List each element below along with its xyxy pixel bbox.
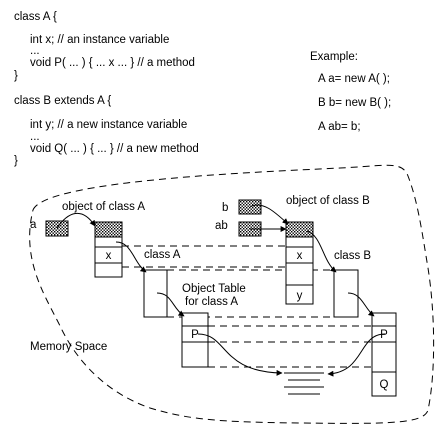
ref-b-label: b — [222, 202, 228, 214]
object-b-y-label: y — [297, 290, 303, 302]
class-a-method-dots: ... — [30, 45, 40, 57]
ref-ab-label: ab — [215, 220, 228, 232]
method-p-code — [284, 372, 324, 395]
object-table-b: P Q — [371, 312, 397, 397]
class-a-field: int x; // an instance variable — [30, 34, 169, 46]
example-line: B b= new B( ); — [318, 97, 391, 109]
table-b-p-label: P — [380, 329, 388, 341]
object-b-empty-cell — [285, 262, 314, 286]
object-b-header-cell — [285, 221, 314, 238]
arrow-a-to-object-a — [56, 213, 96, 229]
arrow-table-a-p-to-method — [197, 333, 283, 376]
table-b-q-cell — [371, 371, 397, 397]
object-of-class-a-label: object of class A — [62, 201, 145, 213]
object-b-x-label: x — [297, 250, 303, 262]
example-title: Example: — [310, 51, 358, 63]
class-a-header: class A { — [14, 11, 57, 23]
table-a-top-cell — [181, 312, 209, 327]
class-b-code: class B extends A { int y; // a new inst… — [14, 95, 199, 167]
arrow-b-to-object-b — [249, 204, 289, 225]
class-b-field: int y; // a new instance variable — [30, 119, 187, 131]
object-a-header-cell — [94, 221, 123, 238]
object-table-label: Object Table — [182, 283, 246, 295]
class-b-close: } — [14, 155, 18, 167]
class-b-descriptor — [333, 269, 359, 318]
class-a-label: class A — [144, 249, 181, 261]
arrow-object-a-to-class-a — [115, 241, 147, 273]
arrow-class-a-to-table-a — [156, 292, 185, 317]
arrow-object-b-to-class-b — [306, 230, 337, 273]
example-block: Example: A a= new A( ); B b= new B( ); A… — [310, 51, 391, 133]
object-b-y-cell — [285, 284, 314, 305]
class-a-close: } — [14, 70, 18, 82]
class-b-label: class B — [334, 250, 371, 262]
class-a-method: void P( ... ) { ... x ... } // a method — [30, 57, 195, 69]
class-a-code: class A { int x; // an instance variable… — [14, 11, 195, 82]
ref-a-label: a — [30, 219, 37, 231]
example-line: A a= new A( ); — [318, 73, 390, 85]
object-table-label-2: for class A — [185, 296, 238, 308]
class-b-method: void Q( ... ) { ... } // a new method — [30, 143, 199, 155]
object-a-x-label: x — [106, 250, 112, 262]
class-a-descriptor — [143, 269, 168, 318]
object-b: x y — [285, 221, 314, 305]
table-a-bottom-cell — [181, 341, 209, 368]
object-of-class-b-label: object of class B — [286, 195, 370, 207]
table-b-top-cell — [371, 312, 397, 327]
class-b-header: class B extends A { — [14, 95, 111, 107]
table-a-p-label: P — [191, 329, 199, 341]
object-a: x — [94, 221, 123, 278]
class-b-method-dots: ... — [30, 131, 40, 143]
example-line: A ab= b; — [318, 121, 361, 133]
arrow-class-b-to-table-b — [347, 292, 375, 317]
object-table-a: P — [181, 312, 209, 368]
memory-space-label: Memory Space — [30, 341, 107, 353]
object-b-class-ptr-cell — [285, 236, 314, 248]
object-a-empty-cell — [94, 262, 123, 278]
table-b-q-label: Q — [380, 379, 389, 391]
table-b-middle-cell — [371, 341, 397, 373]
memory-space-boundary — [29, 164, 435, 424]
arrow-table-b-p-to-method — [327, 333, 386, 377]
ref-a-box — [45, 220, 69, 237]
